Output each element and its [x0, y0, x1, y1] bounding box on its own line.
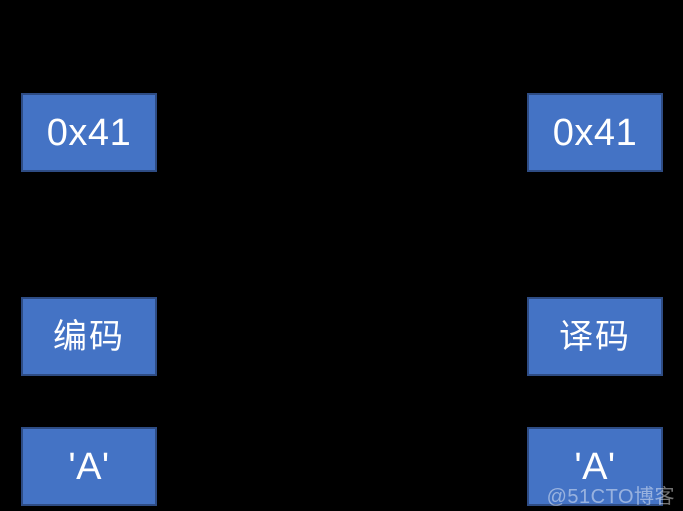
node-left-top-hexvalue: 0x41	[21, 93, 157, 172]
node-left-middle-encode: 编码	[21, 297, 157, 376]
node-left-bottom-character: 'A'	[21, 427, 157, 506]
node-right-bottom-character: 'A'	[527, 427, 663, 506]
node-right-middle-decode: 译码	[527, 297, 663, 376]
node-right-top-hexvalue: 0x41	[527, 93, 663, 172]
